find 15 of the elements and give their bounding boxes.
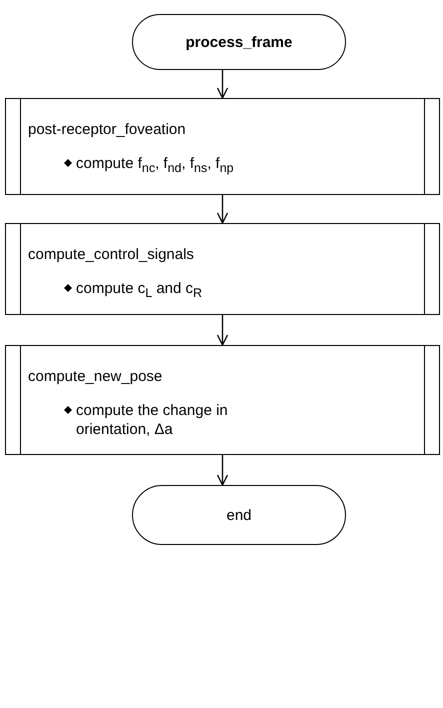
terminal-label: end (226, 506, 252, 524)
arrow (216, 70, 228, 99)
step-description: compute the change in orientation, Δa (76, 401, 229, 439)
terminal-label: process_frame (186, 34, 292, 50)
step-description: compute f$_{nc}$, f$_{nd}$, f$_{ns}$, f$_{np}$ (76, 154, 234, 177)
arrow (216, 315, 228, 346)
process-name: compute_control_signals (28, 246, 194, 263)
arrow (216, 195, 228, 224)
process-name: compute_new_pose (28, 368, 162, 385)
predefined-process-box (5, 98, 440, 195)
predefined-process-box (5, 223, 440, 315)
process-name: post-receptor_foveation (28, 121, 186, 138)
step-description: compute c$_{L}$ and c$_{R}$ (76, 279, 202, 302)
arrow (216, 455, 228, 486)
predefined-process-box (5, 345, 440, 455)
